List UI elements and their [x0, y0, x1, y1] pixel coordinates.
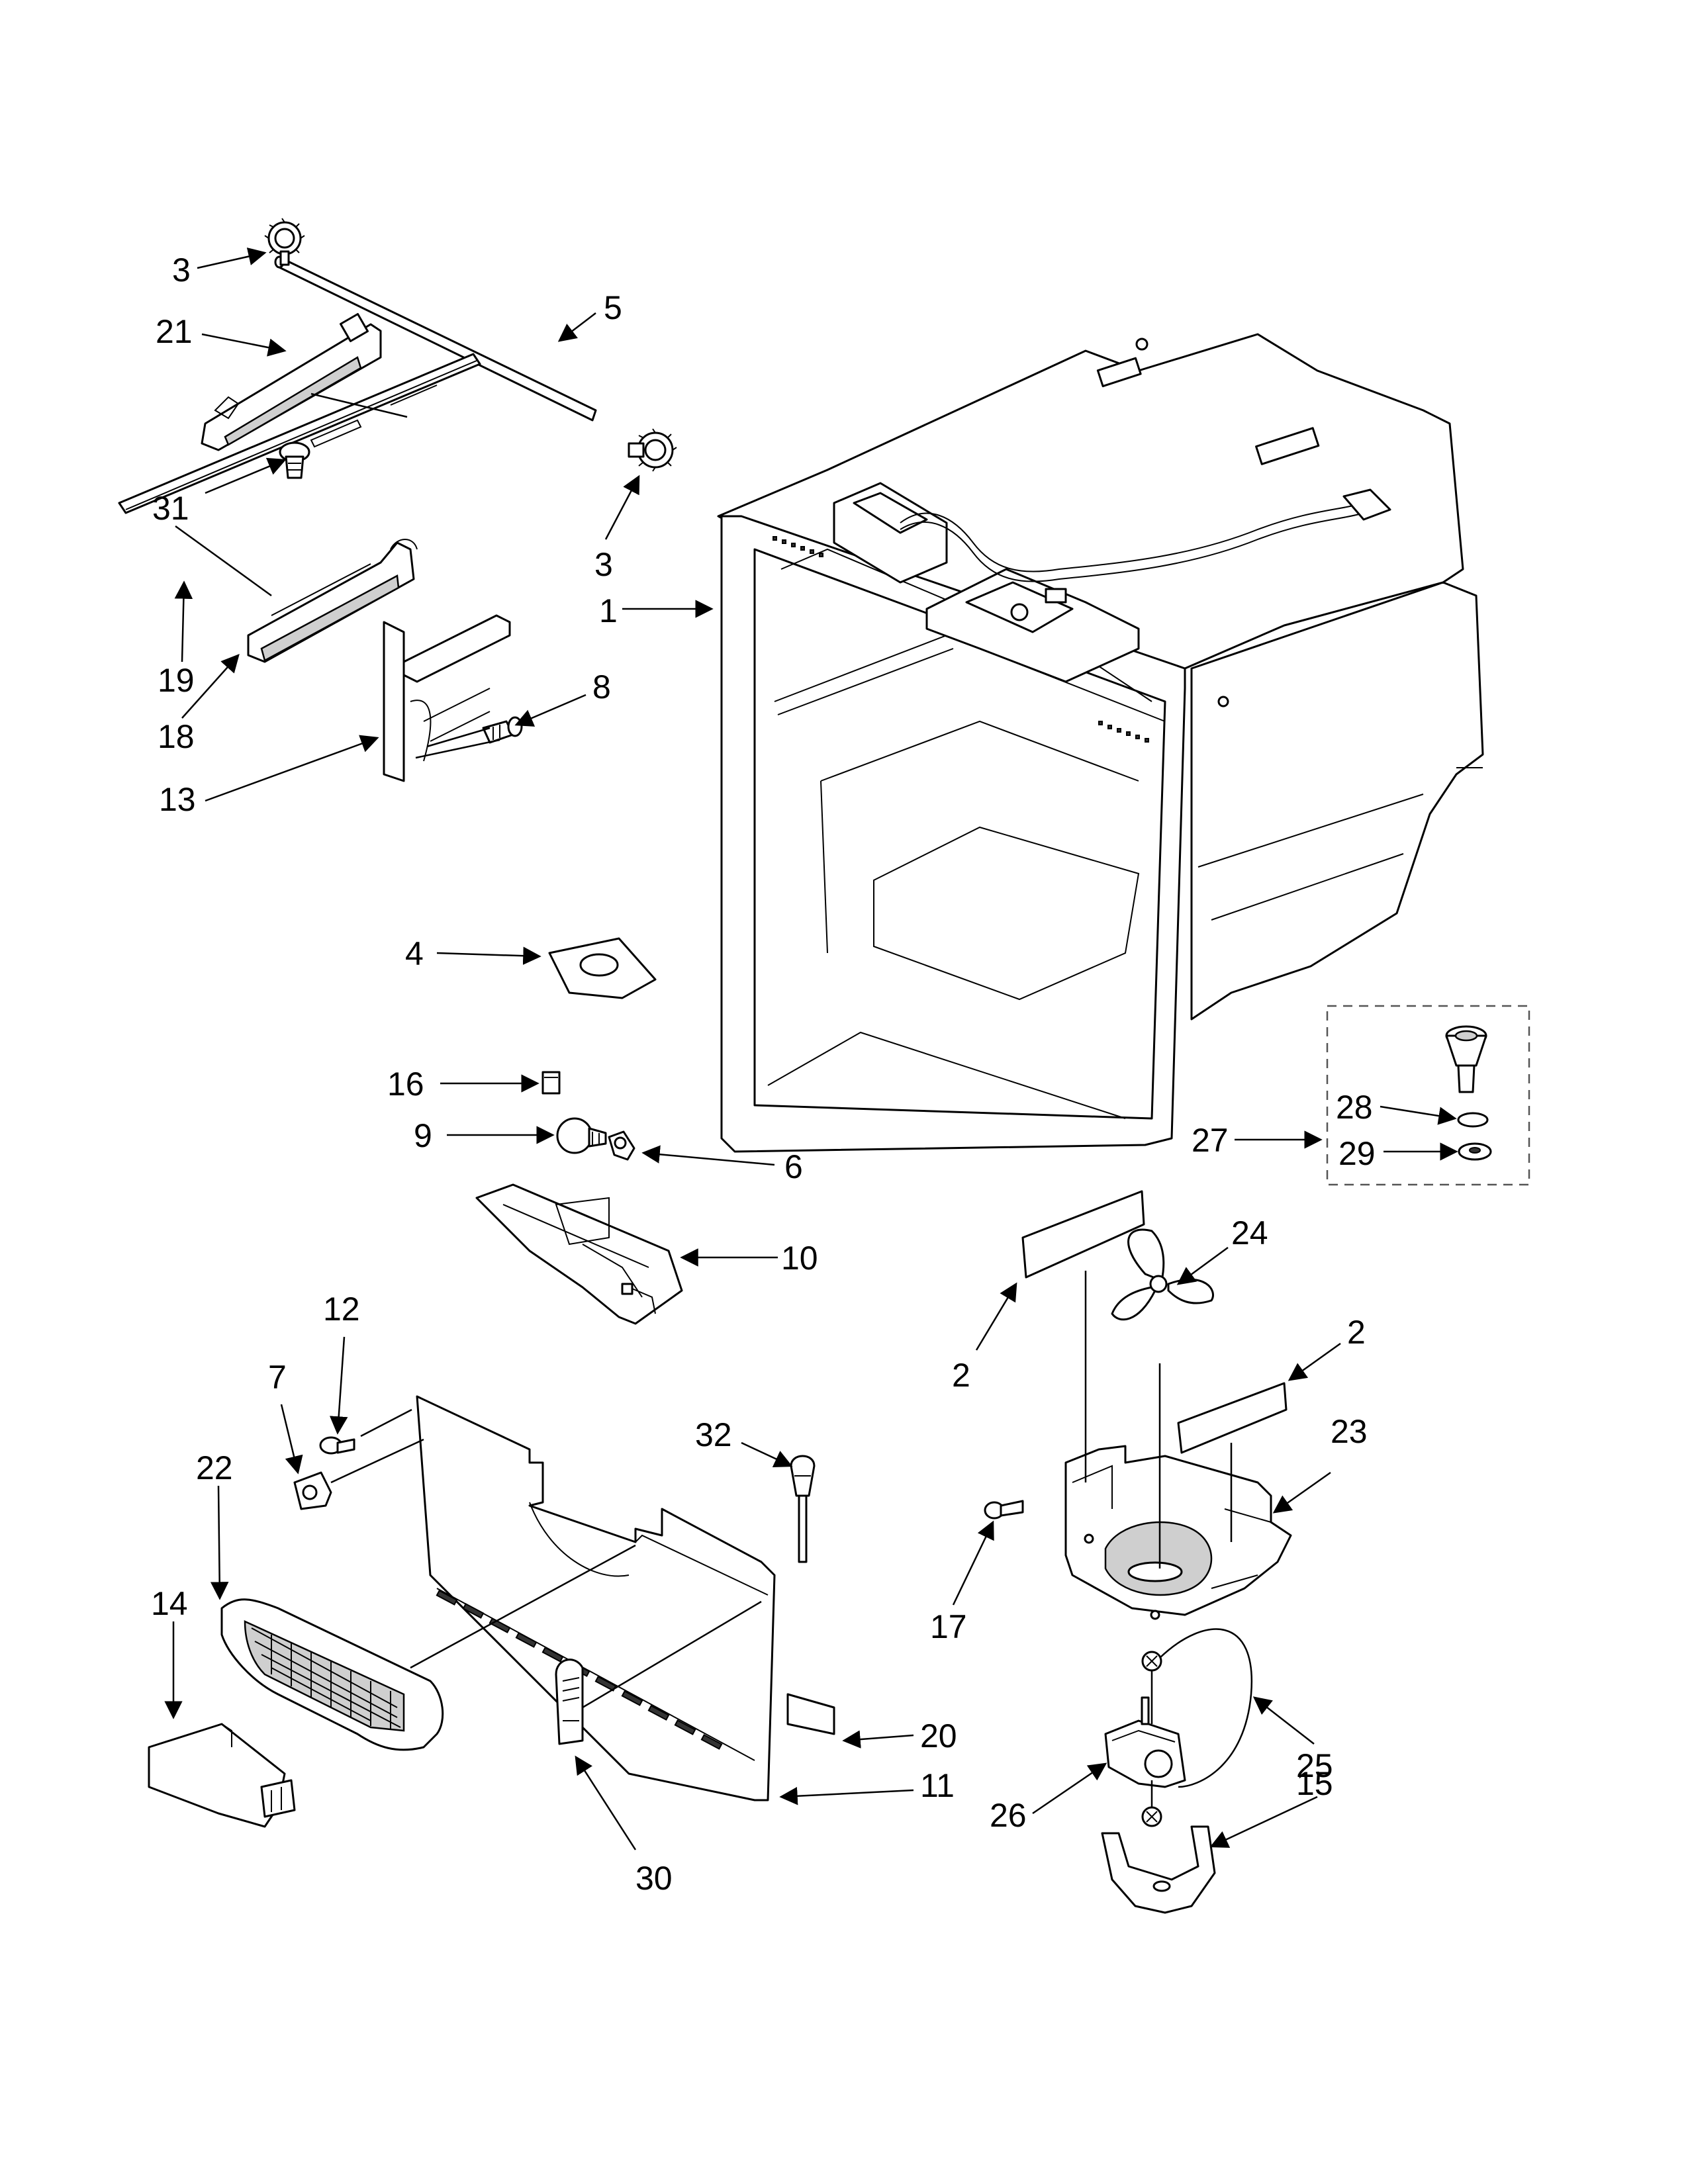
leader-lines	[164, 248, 1458, 1850]
grille-part	[220, 1598, 444, 1751]
callout-labels: 3 21 5 31 3 1 19 8 18 13 4 16 9 6 10 12 …	[151, 251, 1376, 1897]
o-ring-part	[1457, 1112, 1489, 1128]
callout-15: 15	[1296, 1765, 1333, 1802]
callout-2-left: 2	[952, 1357, 970, 1394]
callout-19: 19	[158, 662, 195, 699]
fan-motor-part	[1104, 1696, 1186, 1788]
callout-8: 8	[592, 668, 611, 705]
cover-part	[148, 1723, 296, 1828]
slide-lower-part	[247, 539, 418, 663]
callout-29: 29	[1338, 1135, 1376, 1172]
screw-12-part	[319, 1436, 355, 1455]
callout-31: 31	[152, 490, 189, 527]
callout-27: 27	[1192, 1122, 1229, 1159]
callout-3-top: 3	[172, 251, 191, 289]
light-housing-part	[475, 1183, 683, 1325]
grommet-upper-part	[1141, 1651, 1162, 1672]
fastener-part	[482, 716, 523, 744]
callout-11: 11	[920, 1767, 955, 1804]
slide-rail-assembly	[118, 218, 677, 782]
foam-block-upper-part	[1021, 1190, 1145, 1279]
bracket-part	[383, 614, 511, 782]
slide-upper-part	[201, 313, 382, 451]
fan-blade-part	[1111, 1228, 1214, 1321]
callout-30: 30	[635, 1860, 673, 1897]
callout-16: 16	[387, 1066, 424, 1103]
callout-17: 17	[930, 1608, 967, 1645]
gear-top-part	[264, 218, 305, 266]
callout-13: 13	[159, 781, 196, 818]
grommet-lower-part	[1141, 1806, 1162, 1827]
evaporator-cover-assembly	[148, 1395, 835, 1828]
wire-harness-part	[1159, 1628, 1253, 1788]
light-assembly	[475, 937, 683, 1325]
foam-strip-part	[786, 1693, 835, 1735]
callout-6: 6	[784, 1148, 803, 1185]
foam-block-right-part	[1177, 1382, 1288, 1454]
callout-21: 21	[156, 313, 193, 350]
gear-bottom-part	[628, 428, 677, 472]
sensor-part	[790, 1455, 816, 1563]
callout-2-right: 2	[1347, 1314, 1366, 1351]
callout-23: 23	[1331, 1413, 1368, 1450]
bulb-part	[556, 1117, 607, 1154]
callout-5: 5	[604, 289, 622, 326]
callout-12: 12	[323, 1291, 360, 1328]
callout-25: 25	[1296, 1747, 1333, 1784]
fan-shroud-part	[1064, 1445, 1292, 1620]
callout-20: 20	[920, 1717, 957, 1754]
drain-group-box	[1326, 1005, 1530, 1186]
socket-part	[608, 1130, 635, 1161]
callout-32: 32	[695, 1416, 732, 1453]
freezer-liner-part	[717, 333, 1484, 1153]
drain-fitting-part	[1445, 1025, 1487, 1093]
drain-group	[1326, 1005, 1530, 1186]
fan-assembly	[984, 1190, 1292, 1914]
callout-10: 10	[781, 1240, 818, 1277]
callout-14: 14	[151, 1585, 188, 1622]
callout-4: 4	[405, 935, 424, 972]
washer-part	[1458, 1142, 1492, 1161]
callout-26: 26	[990, 1797, 1027, 1834]
callout-3-bottom: 3	[594, 546, 613, 583]
callout-9: 9	[414, 1117, 432, 1154]
callout-1: 1	[599, 592, 618, 629]
screw-17-part	[984, 1500, 1024, 1520]
thermostat-part	[293, 1471, 332, 1510]
callout-24: 24	[1231, 1214, 1268, 1251]
callout-18: 18	[158, 718, 195, 755]
callout-28: 28	[1336, 1089, 1373, 1126]
callout-22: 22	[196, 1449, 233, 1486]
evaporator-panel-part	[416, 1395, 776, 1801]
screw-part	[279, 441, 310, 479]
motor-bracket-part	[1101, 1825, 1216, 1914]
switch-part	[541, 1071, 561, 1095]
callout-7: 7	[268, 1359, 287, 1396]
clip-part	[555, 1659, 584, 1745]
